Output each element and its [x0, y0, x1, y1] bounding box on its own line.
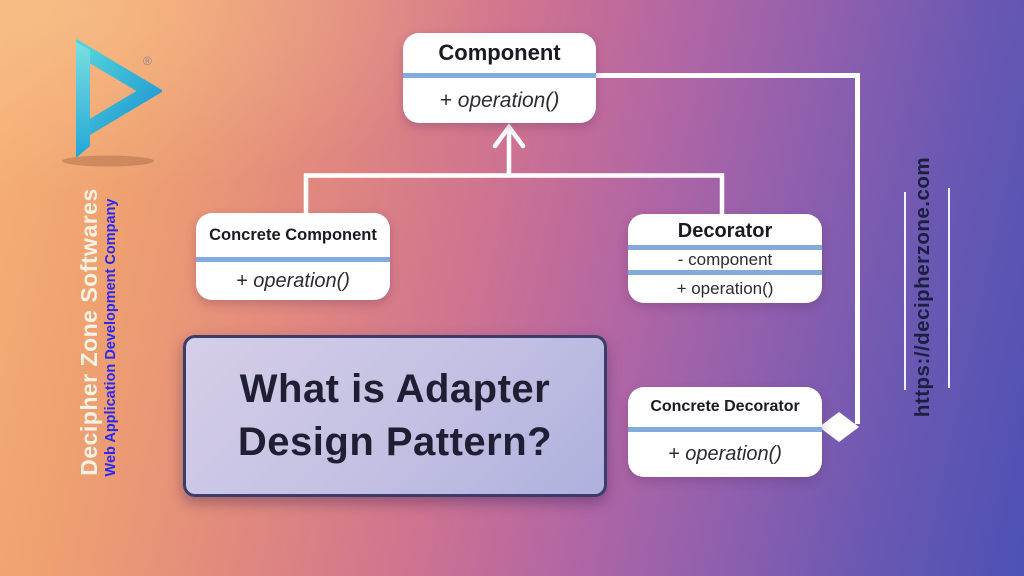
class-divider	[403, 73, 596, 78]
url-divider-line	[904, 192, 906, 390]
class-name: Concrete Component	[209, 225, 377, 244]
class-method: + operation()	[439, 88, 560, 112]
registered-trademark-icon: ®	[143, 54, 152, 68]
class-box-component: Component + operation()	[403, 33, 596, 123]
class-name: Decorator	[677, 220, 773, 242]
class-method: + operation()	[236, 269, 350, 292]
page-title-line1: What is Adapter	[239, 367, 551, 412]
aggregation-diamond-icon	[819, 412, 859, 442]
class-method: + operation()	[668, 443, 782, 465]
title-card: What is Adapter Design Pattern?	[183, 335, 607, 497]
page-title-line2: Design Pattern?	[237, 420, 553, 464]
class-attribute: - component	[677, 250, 773, 269]
decipher-zone-logo	[62, 38, 162, 167]
company-tagline: Web Application Development Company	[103, 198, 119, 477]
class-box-concrete-decorator: Concrete Decorator + operation()	[628, 387, 822, 477]
class-divider	[628, 427, 822, 432]
inheritance-branch	[303, 173, 725, 214]
website-url: https://decipherzone.com	[911, 156, 934, 418]
url-divider-line	[948, 188, 950, 388]
class-box-concrete-component: Concrete Component + operation()	[196, 213, 390, 300]
inheritance-arrow-icon	[492, 123, 526, 149]
class-divider	[628, 270, 822, 275]
class-name: Concrete Decorator	[650, 398, 800, 415]
class-box-decorator: Decorator - component + operation()	[628, 214, 822, 303]
class-divider	[628, 245, 822, 250]
class-name: Component	[438, 40, 561, 65]
class-method: + operation()	[676, 279, 774, 298]
class-divider	[196, 257, 390, 262]
company-name: Decipher Zone Softwares	[76, 188, 102, 476]
